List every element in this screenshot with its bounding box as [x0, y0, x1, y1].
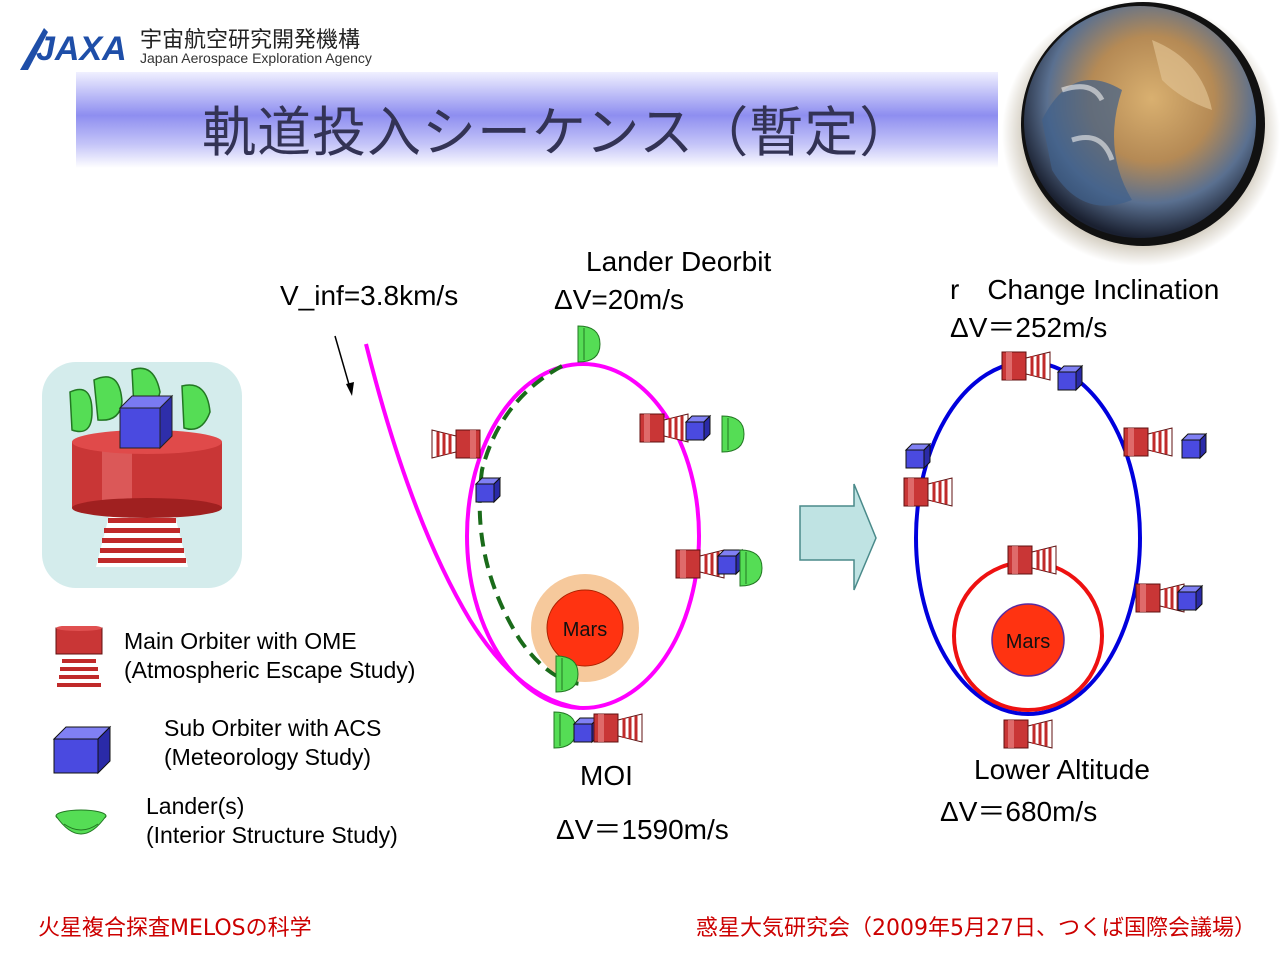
- sub-orbiter-legend-icon: [52, 725, 114, 775]
- svg-text:JAXA: JAXA: [36, 30, 127, 68]
- lower-altitude-label: Lower Altitude: [974, 754, 1150, 785]
- main-orbiter-legend-line-2: (Atmospheric Escape Study): [124, 657, 416, 683]
- jaxa-logo: JAXA: [14, 18, 134, 78]
- page-title: 軌道投入シーケンス（暫定）: [202, 101, 915, 164]
- footer-left: 火星複合探査MELOSの科学: [38, 916, 312, 941]
- agency-name-en: Japan Aerospace Exploration Agency: [140, 50, 372, 66]
- change-inclination-dv: ΔV＝252m/s: [950, 312, 1108, 343]
- agency-name-jp: 宇宙航空研究開発機構: [140, 28, 361, 53]
- moi-label: MOI: [580, 760, 633, 791]
- lander-legend-line-2: (Interior Structure Study): [146, 822, 398, 848]
- mars-label-right: Mars: [1006, 631, 1050, 653]
- lander-legend-icon: [54, 806, 108, 840]
- v-inf-label: V_inf=3.8km/s: [280, 280, 459, 311]
- main-orbiter-legend-icon: [54, 625, 104, 694]
- mars-label-left: Mars: [563, 619, 607, 641]
- transition-arrow: [799, 483, 877, 591]
- spacecraft-illustration: [42, 362, 242, 588]
- sub-orbiter-legend-label: Sub Orbiter with ACS (Meteorology Study): [164, 714, 381, 772]
- lander-legend-line-1: Lander(s): [146, 793, 245, 819]
- deorbit-path: [477, 364, 581, 686]
- footer-right: 惑星大気研究会（2009年5月27日、つくば国際会議場）: [696, 916, 1256, 941]
- lander-deorbit-label: Lander Deorbit: [586, 246, 772, 277]
- main-orbiter-legend-line-1: Main Orbiter with OME: [124, 628, 357, 654]
- main-orbiter-legend-label: Main Orbiter with OME (Atmospheric Escap…: [124, 627, 415, 685]
- lander-deorbit-dv: ΔV=20m/s: [554, 284, 684, 315]
- moi-dv: ΔV＝1590m/s: [556, 814, 729, 845]
- lower-altitude-dv: ΔV＝680m/s: [940, 796, 1098, 827]
- change-inclination-label: r Change Inclination: [950, 274, 1220, 305]
- planet-image: [1002, 0, 1280, 266]
- sub-orbiter-legend-line-1: Sub Orbiter with ACS: [164, 715, 382, 741]
- capture-orbit: [465, 362, 701, 710]
- title-band: [76, 72, 998, 168]
- lander-legend-label: Lander(s) (Interior Structure Study): [146, 792, 398, 850]
- sub-orbiter-legend-line-2: (Meteorology Study): [164, 744, 372, 770]
